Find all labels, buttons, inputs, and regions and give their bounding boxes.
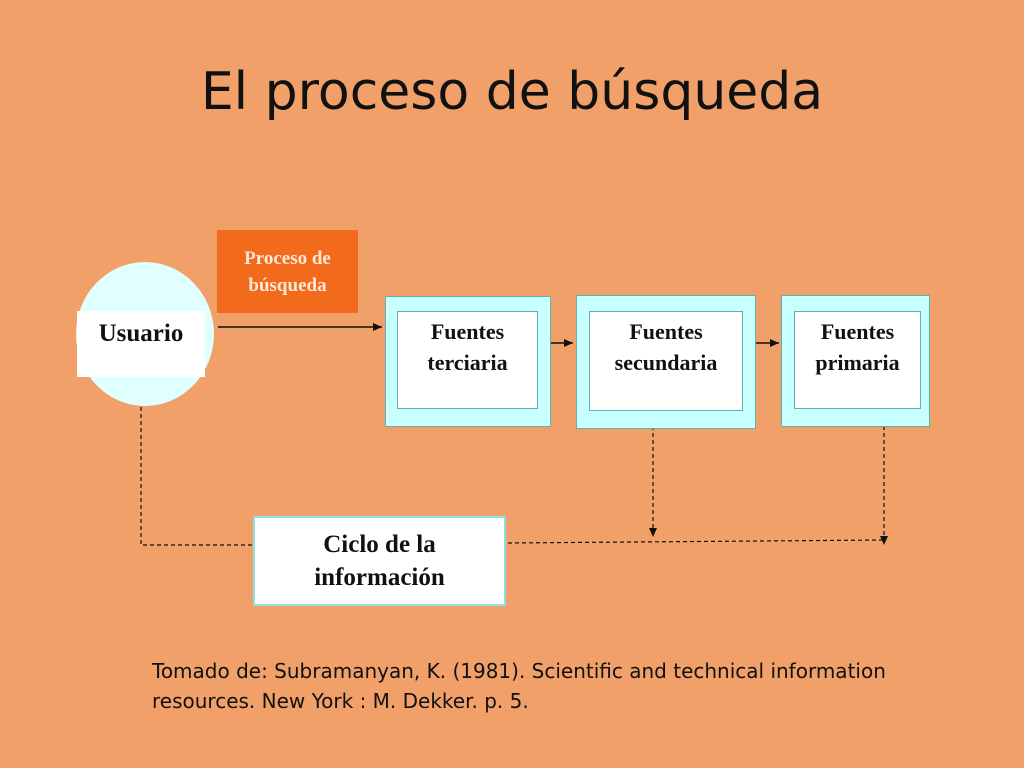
information-cycle-label: Ciclo de la información bbox=[314, 531, 445, 591]
source-tertiary-label: Fuentes terciaria bbox=[427, 319, 508, 375]
slide-title: El proceso de búsqueda bbox=[200, 62, 824, 122]
source-primary: Fuentes primaria bbox=[794, 311, 921, 409]
process-label-text: Proceso de búsqueda bbox=[244, 247, 331, 296]
source-secondary-label: Fuentes secundaria bbox=[614, 319, 718, 375]
dashed-to-cycle bbox=[507, 539, 885, 544]
source-secondary: Fuentes secundaria bbox=[589, 311, 743, 411]
user-box: Usuario bbox=[77, 311, 205, 377]
information-cycle-box: Ciclo de la información bbox=[253, 516, 506, 606]
dashed-cycle-to-user bbox=[137, 392, 252, 546]
source-tertiary: Fuentes terciaria bbox=[397, 311, 538, 409]
source-citation: Tomado de: Subramanyan, K. (1981). Scien… bbox=[152, 659, 886, 713]
process-label: Proceso de búsqueda bbox=[217, 230, 358, 313]
source-primary-label: Fuentes primaria bbox=[815, 319, 900, 375]
